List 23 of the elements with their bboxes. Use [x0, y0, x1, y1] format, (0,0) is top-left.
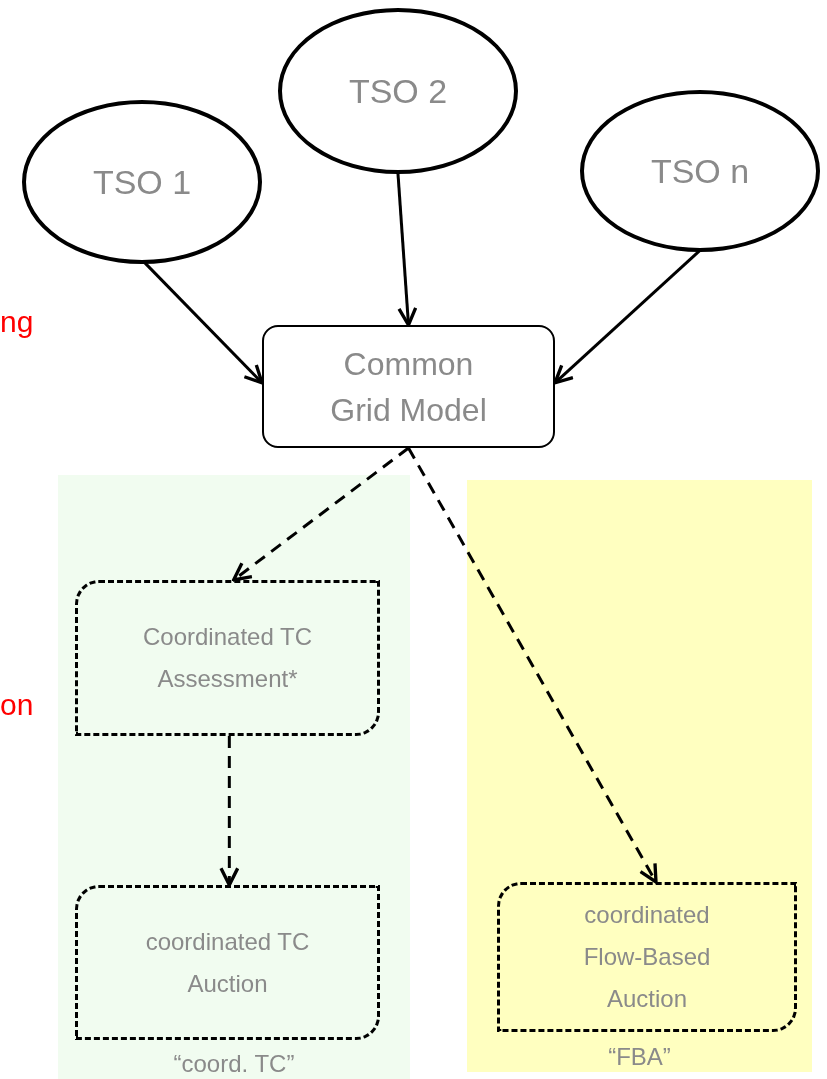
node-label: Common Grid Model: [329, 344, 488, 430]
text-label: ng: [0, 305, 34, 339]
arrow: [143, 261, 264, 385]
arrow: [219, 736, 240, 887]
arrow: [396, 173, 418, 327]
process-box: [262, 325, 555, 448]
arrow: [407, 447, 658, 884]
text-label: on: [0, 688, 34, 722]
node-label: TSO n: [650, 151, 750, 191]
dashed-process-box: [75, 885, 380, 1040]
arrow: [231, 446, 410, 582]
node-label: coordinated TC Auction: [144, 926, 311, 999]
panel-caption: “FBA”: [607, 1042, 672, 1072]
node-label: Coordinated TC Assessment*: [142, 622, 313, 694]
panel-background: [58, 475, 410, 1079]
node-label: coordinated Flow-Based Auction: [582, 900, 712, 1014]
node-label: TSO 1: [92, 162, 192, 202]
arrow: [553, 249, 701, 385]
dashed-process-box: [497, 882, 797, 1032]
panel-background: [467, 480, 812, 1072]
node-label: TSO 2: [348, 71, 448, 111]
dashed-process-box: [75, 580, 380, 736]
panel-caption: “coord. TC”: [172, 1049, 296, 1079]
